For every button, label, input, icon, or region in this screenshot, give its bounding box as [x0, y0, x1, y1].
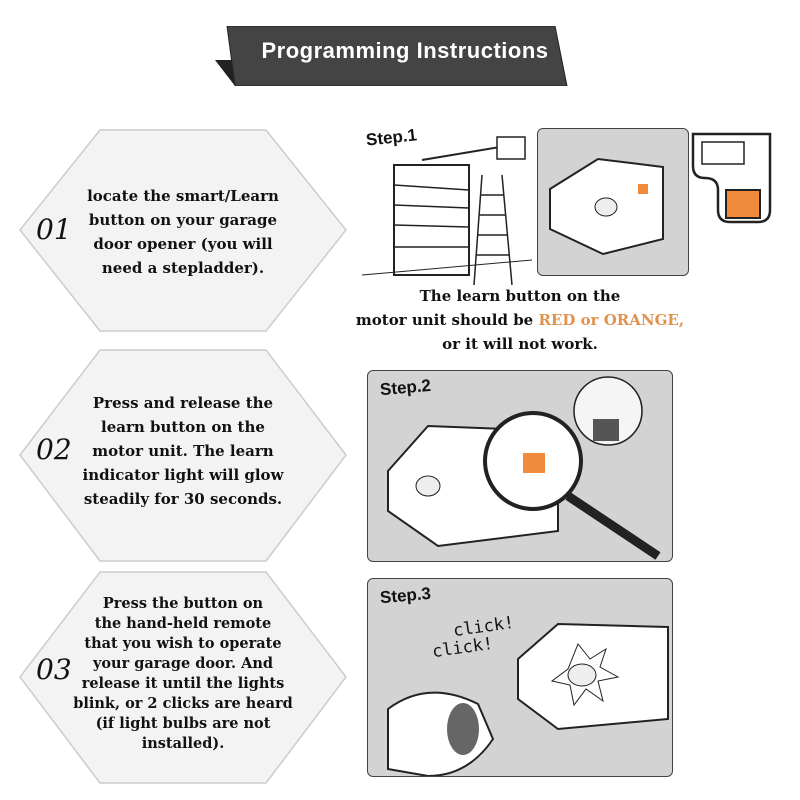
step-1-hexagon	[19, 129, 347, 332]
text-line: indicator light will glow	[82, 466, 284, 484]
text-line: your garage door. And	[92, 655, 274, 672]
text-line: installed).	[141, 735, 225, 752]
text-line: steadily for 30 seconds.	[83, 490, 283, 508]
step-2-number: 02	[36, 433, 72, 466]
text-line: door opener (you will	[93, 235, 273, 253]
step-1-text: locate the smart/Learn button on your ga…	[78, 184, 288, 280]
learn-button-detail	[690, 130, 776, 226]
text-line: blink, or 2 clicks are heard	[73, 695, 293, 712]
text-line: need a stepladder).	[101, 259, 265, 277]
step-2-panel	[367, 370, 673, 562]
step-3-hexagon	[19, 571, 347, 784]
text-line: (if light bulbs are not	[95, 715, 271, 732]
step-3-number: 03	[36, 653, 72, 686]
note-line: The learn button on the	[419, 287, 621, 305]
garage-door-illustration	[362, 136, 533, 285]
note-line: or it will not work.	[442, 335, 598, 353]
text-line: learn button on the	[101, 418, 265, 436]
text-line: button on your garage	[88, 211, 278, 229]
text-line: Press the button on	[102, 595, 264, 612]
step-3-text: Press the button on the hand-held remote…	[58, 594, 308, 754]
text-line: locate the smart/Learn	[87, 187, 279, 205]
note-line: motor unit should be	[355, 311, 539, 329]
text-line: release it until the lights	[81, 675, 285, 692]
title-banner	[215, 26, 568, 86]
step-1-motor-closeup	[537, 128, 689, 276]
page-title: Programming Instructions	[261, 38, 549, 63]
step-2-hexagon	[19, 349, 347, 562]
text-line: Press and release the	[92, 394, 274, 412]
text-line: that you wish to operate	[84, 635, 282, 652]
step-1-number: 01	[36, 213, 72, 246]
learn-button-note: The learn button on the motor unit shoul…	[330, 284, 710, 356]
note-highlight: RED or ORANGE,	[538, 311, 685, 329]
text-line: the hand-held remote	[94, 615, 272, 632]
text-line: motor unit. The learn	[92, 442, 274, 460]
step-3-panel	[367, 578, 673, 778]
step-2-text: Press and release the learn button on th…	[68, 391, 298, 511]
